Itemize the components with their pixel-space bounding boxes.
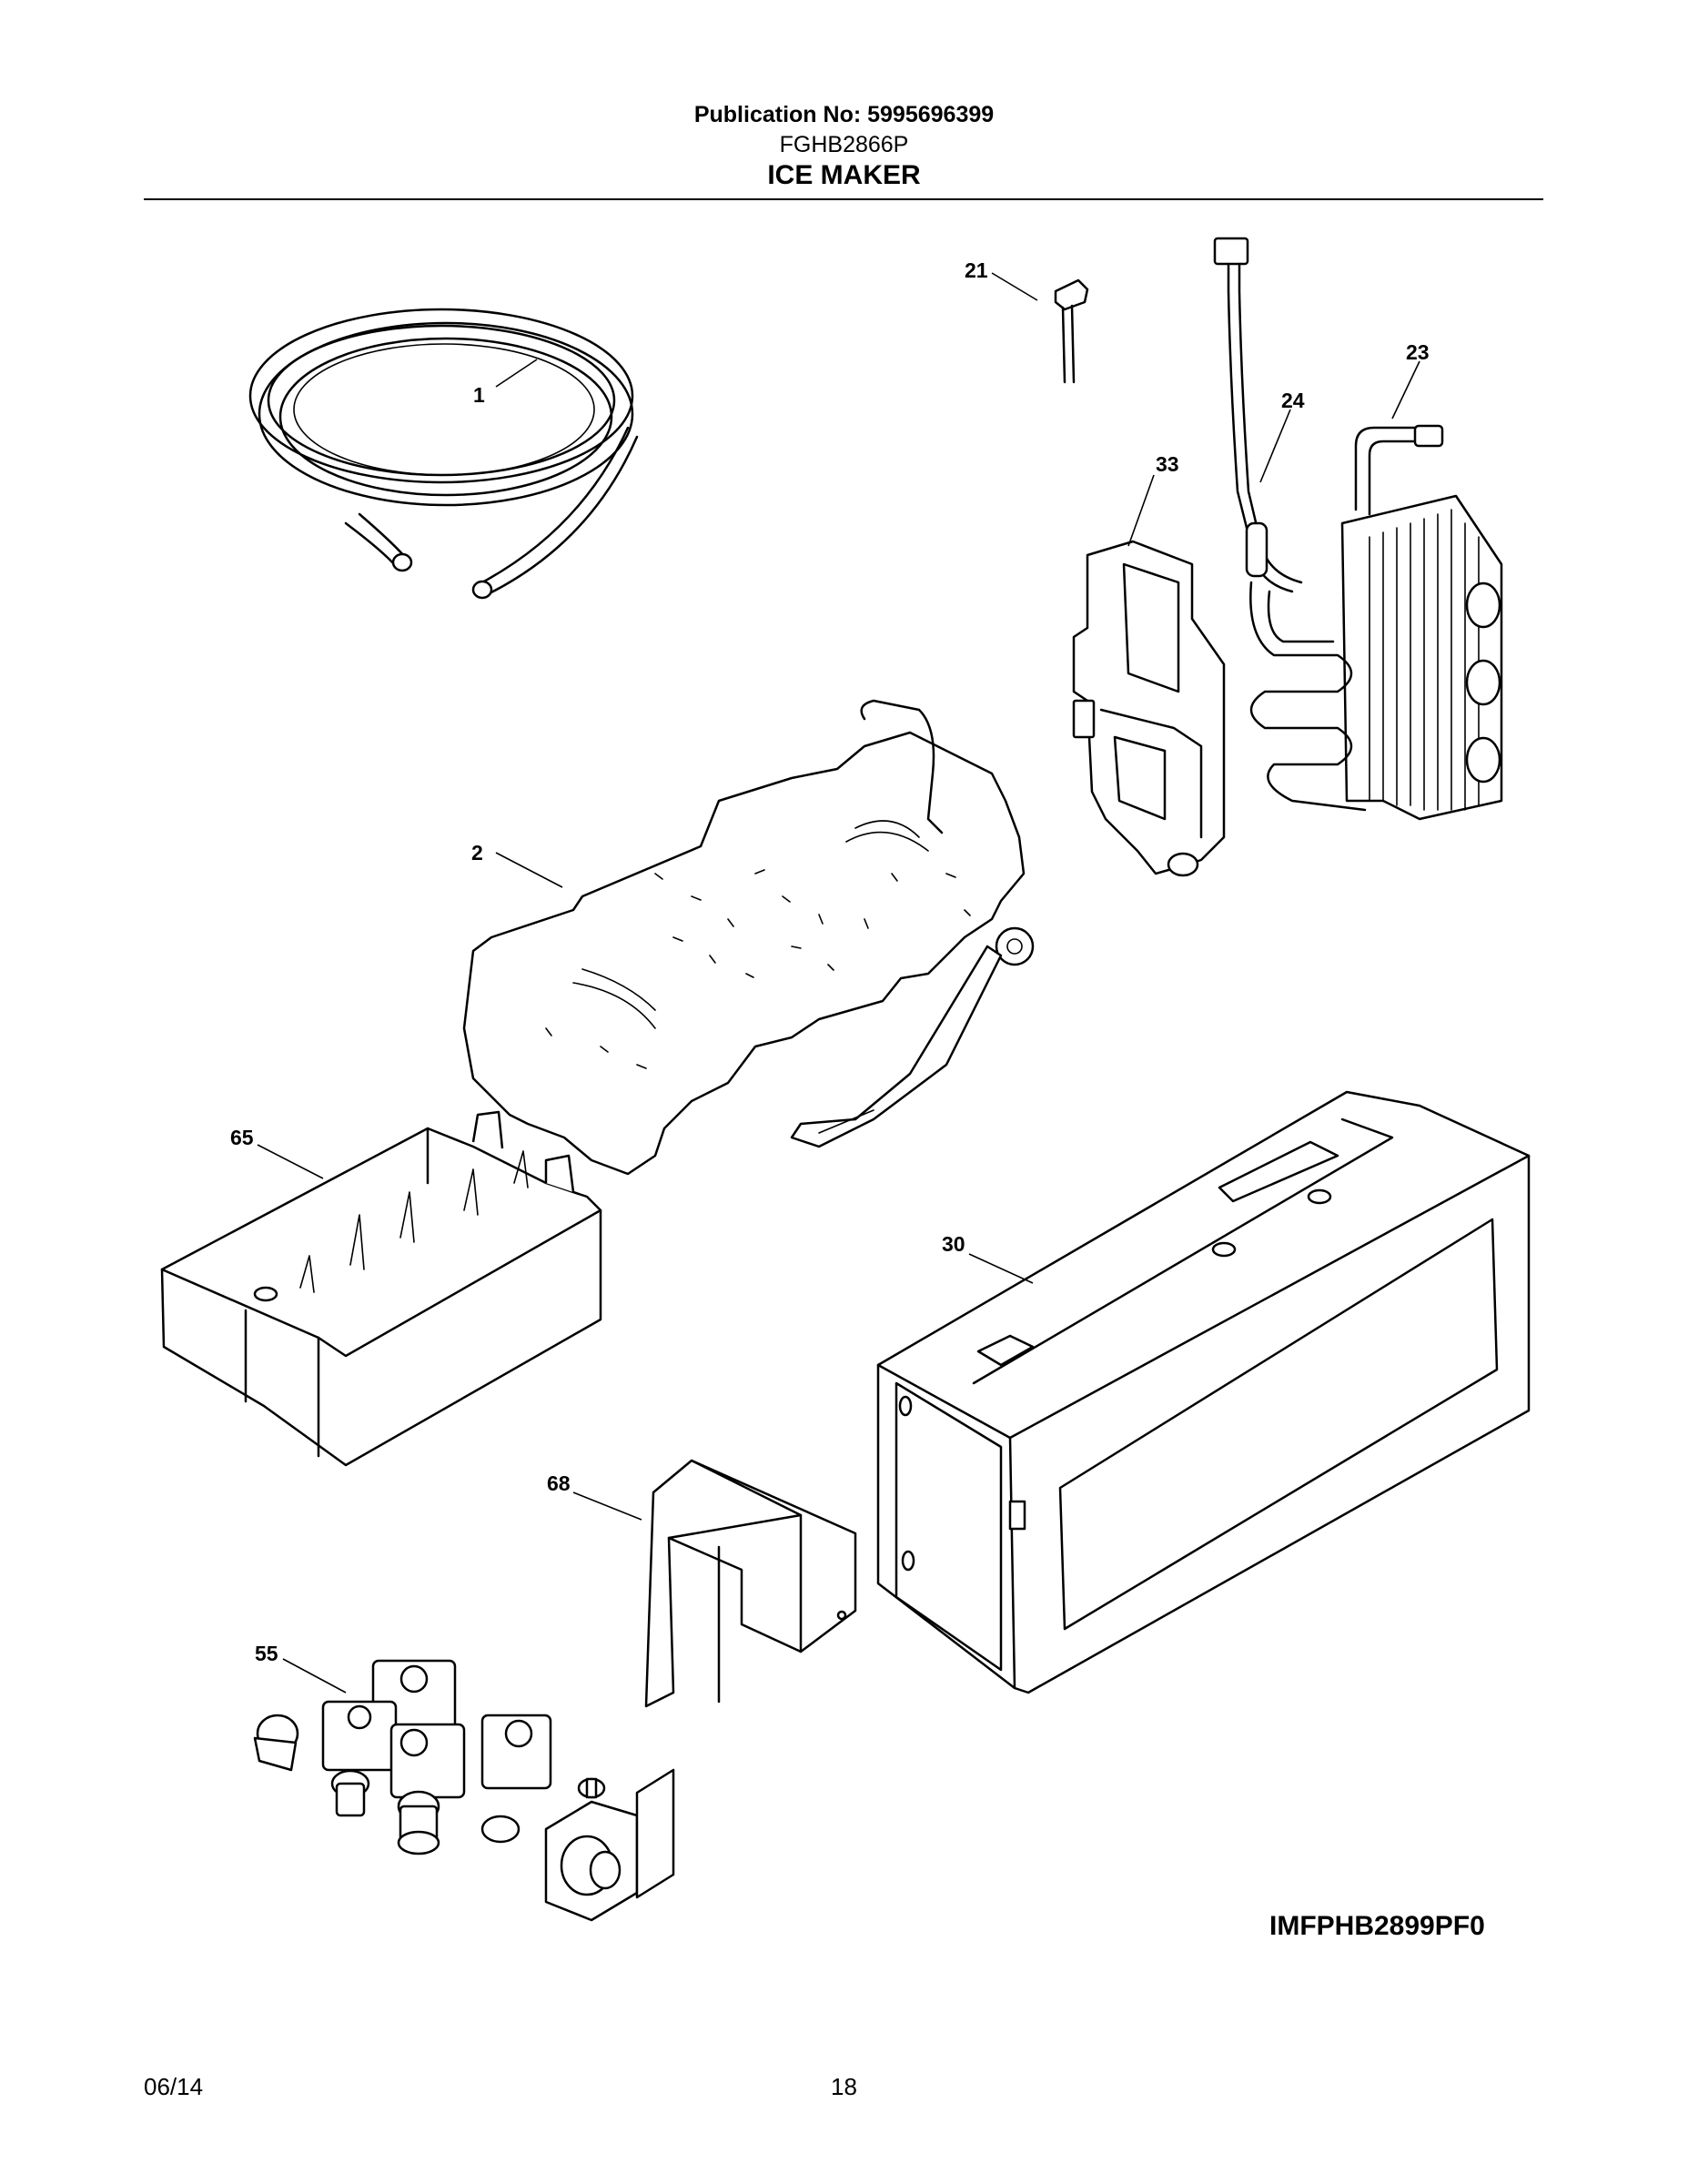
part-55-water-valve <box>253 1659 675 1922</box>
callout-30: 30 <box>942 1232 965 1256</box>
header-rule <box>144 198 1543 200</box>
callout-33: 33 <box>1156 452 1179 476</box>
part-65-ice-bucket <box>160 1110 602 1467</box>
page-title: ICE MAKER <box>767 160 921 190</box>
callout-55: 55 <box>255 1642 278 1665</box>
part-68-chute <box>644 1459 857 1708</box>
part-33-bracket <box>1072 540 1226 877</box>
page-number: 18 <box>831 2073 857 2100</box>
part-30-ice-bin <box>876 1090 1531 1694</box>
callout-2: 2 <box>471 841 483 864</box>
callout-24: 24 <box>1281 389 1305 412</box>
callout-23: 23 <box>1406 340 1430 364</box>
footer-date: 06/14 <box>144 2073 204 2100</box>
callout-1: 1 <box>473 383 485 407</box>
publication-number: Publication No: 5995696399 <box>693 102 995 127</box>
water-tube-coil <box>248 308 639 600</box>
callout-labels: 1 2 21 23 24 33 65 30 68 55 <box>230 258 1430 1665</box>
part-21-sensor <box>1054 278 1089 384</box>
callout-21: 21 <box>965 258 988 282</box>
callout-68: 68 <box>547 1471 571 1495</box>
callout-65: 65 <box>230 1126 254 1149</box>
part-23-evaporator <box>1249 424 1503 821</box>
part-24-harness <box>1213 237 1303 593</box>
callout-leaders <box>257 272 1420 1694</box>
illustration-code: IMFPHB2899PF0 <box>1269 1911 1485 1941</box>
part-2-ice-maker <box>462 699 1035 1176</box>
model-number: FGHB2866P <box>779 132 909 157</box>
